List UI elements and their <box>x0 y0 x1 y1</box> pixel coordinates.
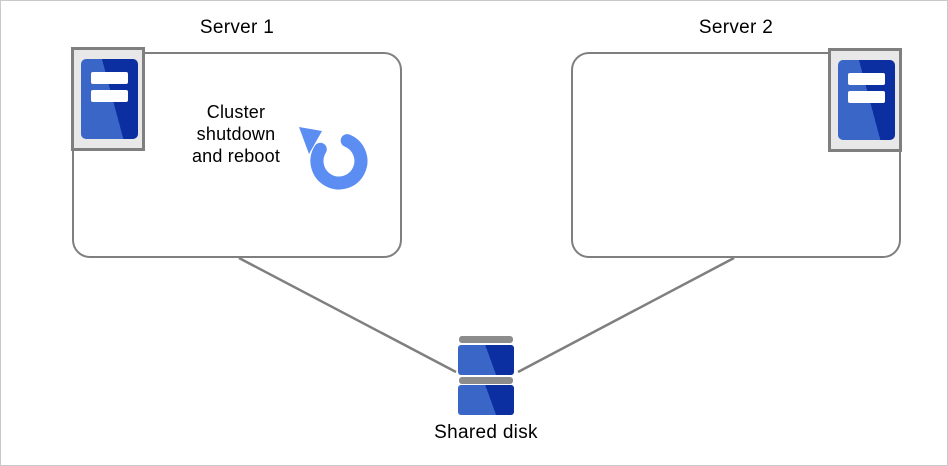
connector-server1-to-disk <box>238 256 457 374</box>
disk-cap <box>459 336 513 343</box>
disk-cap <box>459 377 513 384</box>
action-note-line: Cluster <box>206 102 266 122</box>
shared-disk-icon <box>458 336 514 415</box>
server1-title: Server 1 <box>199 17 275 38</box>
server-icon <box>71 47 145 151</box>
action-note-line: shutdown <box>196 124 276 144</box>
server-slot <box>848 91 885 103</box>
action-note-line: and reboot <box>191 146 281 166</box>
server-icon <box>828 48 902 152</box>
connector-server2-to-disk <box>517 256 735 374</box>
server-tower <box>838 60 895 140</box>
disk-platter <box>458 345 514 375</box>
shared-disk-label: Shared disk <box>434 422 538 443</box>
server-slot <box>848 73 885 85</box>
reboot-icon <box>299 127 368 190</box>
server-slot <box>91 90 128 102</box>
action-note: Cluster shutdown and reboot <box>176 101 296 167</box>
server-slot <box>91 72 128 84</box>
disk-platter <box>458 385 514 415</box>
server2-title: Server 2 <box>698 17 774 38</box>
server-tower <box>81 59 138 139</box>
